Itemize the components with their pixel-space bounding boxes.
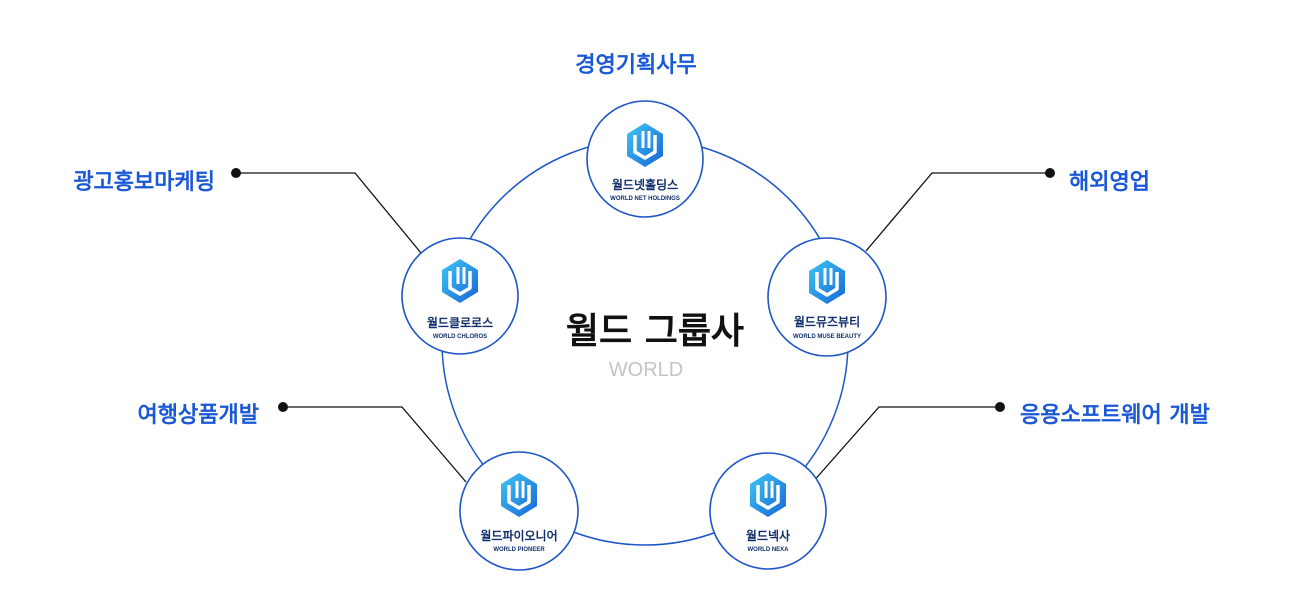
company-name: 월드넥사 xyxy=(746,528,790,543)
business-label-top-right: 해외영업 xyxy=(1069,170,1150,195)
world-logo-icon xyxy=(442,259,478,303)
connector-dot-top-right xyxy=(1045,168,1055,178)
connector-dots xyxy=(231,168,1055,412)
world-logo-icon xyxy=(627,123,663,167)
business-label-bottom-left: 여행상품개발 xyxy=(138,403,259,428)
world-logo-icon xyxy=(501,473,537,517)
company-node-world-pioneer[interactable]: 월드파이오니어 WORLD PIONEER xyxy=(459,451,579,571)
company-node-world-muse-beauty[interactable]: 월드뮤즈뷰티 WORLD MUSE BEAUTY xyxy=(767,237,887,357)
company-name: 월드클로로스 xyxy=(427,315,493,330)
connector-dot-top-left xyxy=(231,168,241,178)
company-english-name: WORLD MUSE BEAUTY xyxy=(793,334,861,340)
company-node-world-net-holdings[interactable]: 월드넷홀딩스 WORLD NET HOLDINGS xyxy=(586,100,704,218)
company-english-name: WORLD NEXA xyxy=(748,547,790,553)
connector-dot-bottom-left xyxy=(278,402,288,412)
company-english-name: WORLD CHLOROS xyxy=(433,334,487,340)
center-title: 월드 그룹사 xyxy=(566,311,744,352)
center-subtitle: WORLD xyxy=(609,359,683,381)
business-label-top: 경영기획사무 xyxy=(575,53,696,78)
connector-top-right xyxy=(865,172,1050,252)
connector-bottom-right xyxy=(811,406,1000,484)
company-node-world-chloros[interactable]: 월드클로로스 WORLD CHLOROS xyxy=(401,237,519,355)
company-node-world-nexa[interactable]: 월드넥사 WORLD NEXA xyxy=(709,452,827,570)
business-label-top-left: 광고홍보마케팅 xyxy=(73,170,215,195)
company-name: 월드뮤즈뷰티 xyxy=(794,314,860,329)
world-logo-icon xyxy=(809,260,845,304)
company-name: 월드넷홀딩스 xyxy=(612,177,678,192)
company-english-name: WORLD PIONEER xyxy=(493,547,545,553)
connector-bottom-left xyxy=(283,406,467,483)
connector-lines xyxy=(236,172,1050,484)
company-english-name: WORLD NET HOLDINGS xyxy=(610,196,680,202)
connector-top-left xyxy=(236,172,422,254)
company-name: 월드파이오니어 xyxy=(480,528,557,543)
connector-dot-bottom-right xyxy=(995,402,1005,412)
world-logo-icon xyxy=(750,473,786,517)
business-label-bottom-right: 응용소프트웨어 개발 xyxy=(1020,403,1210,428)
